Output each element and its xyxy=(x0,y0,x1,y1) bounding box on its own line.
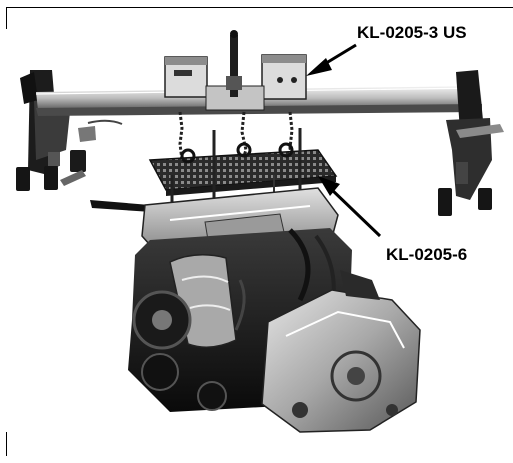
frame-left-top-tick xyxy=(6,7,7,29)
support-bar-tool xyxy=(16,30,504,216)
callout-label-kl-0205-3-us: KL-0205-3 US xyxy=(357,23,467,42)
bridge-plate-tool xyxy=(148,128,338,300)
callout-arrow-lower xyxy=(318,176,382,238)
right-leg xyxy=(456,70,484,132)
callout-arrow-upper xyxy=(306,43,357,76)
frame-left-bottom-tick xyxy=(6,432,7,456)
frame-top-line xyxy=(6,7,513,8)
callout-label-kl-0205-6: KL-0205-6 xyxy=(386,245,468,264)
engine-assembly xyxy=(90,187,421,433)
